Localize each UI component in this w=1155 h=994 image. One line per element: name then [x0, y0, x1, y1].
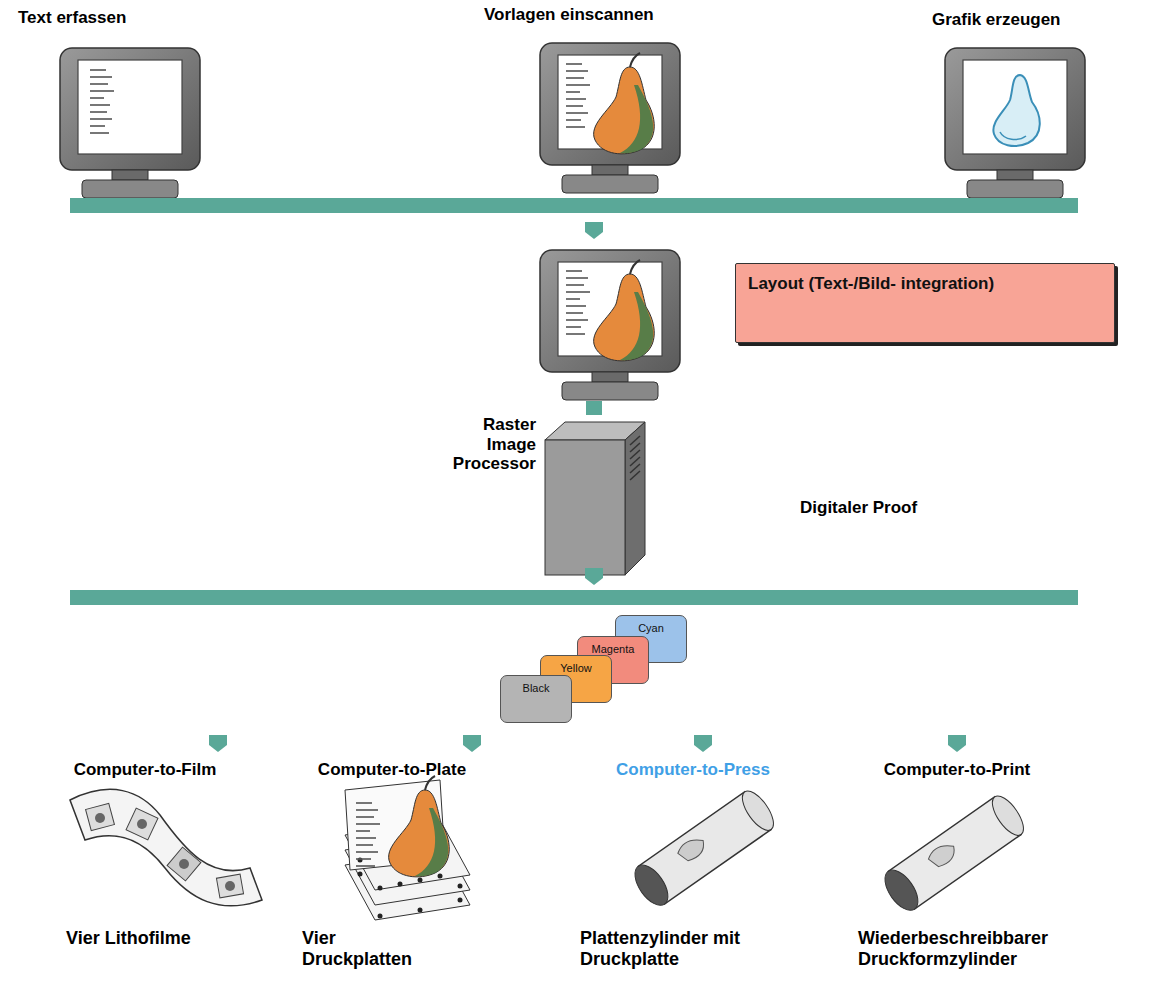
rip-server — [545, 422, 645, 575]
printform-cylinder — [878, 791, 1029, 916]
output-method: Computer-to-Film — [10, 760, 280, 780]
flow-arrow — [585, 222, 603, 239]
color-name: Cyan — [620, 622, 682, 635]
color-name: Black — [505, 682, 567, 695]
flow-arrow — [586, 401, 602, 415]
bus-bar — [70, 198, 1078, 213]
output-method: Computer-to-Plate — [262, 760, 522, 780]
note-box: Layout (Text-/Bild- integration) — [735, 263, 1115, 343]
flow-arrow — [694, 735, 712, 752]
process-label: Digitaler Proof — [800, 498, 1000, 518]
flow-arrow — [585, 568, 603, 585]
step-heading: Text erfassen — [18, 8, 218, 28]
output-caption: Vier Druckplatten — [302, 928, 442, 969]
flow-arrow — [209, 735, 227, 752]
flow-arrow — [948, 735, 966, 752]
plate-stack — [345, 776, 470, 920]
output-method: Computer-to-Press — [568, 760, 818, 780]
color-name: Yellow — [545, 662, 607, 675]
film-strip — [70, 789, 262, 905]
output-caption: Wiederbeschreibbarer Druckformzylinder — [858, 928, 1073, 969]
color-separation: Black — [500, 675, 572, 723]
monitor — [945, 48, 1085, 198]
monitor — [540, 43, 680, 193]
plate-cylinder — [628, 786, 779, 911]
note-text: Layout (Text-/Bild- integration) — [748, 274, 1102, 294]
monitor — [60, 48, 200, 198]
step-heading: Grafik erzeugen — [932, 10, 1132, 30]
flow-arrow — [463, 735, 481, 752]
output-caption: Vier Lithofilme — [66, 928, 191, 949]
bus-bar — [70, 590, 1078, 605]
output-caption: Plattenzylinder mit Druckplatte — [580, 928, 745, 969]
device-label: Raster Image Processor — [438, 415, 536, 474]
step-heading: Vorlagen einscannen — [484, 5, 724, 25]
output-method: Computer-to-Print — [832, 760, 1082, 780]
monitor — [540, 250, 680, 400]
